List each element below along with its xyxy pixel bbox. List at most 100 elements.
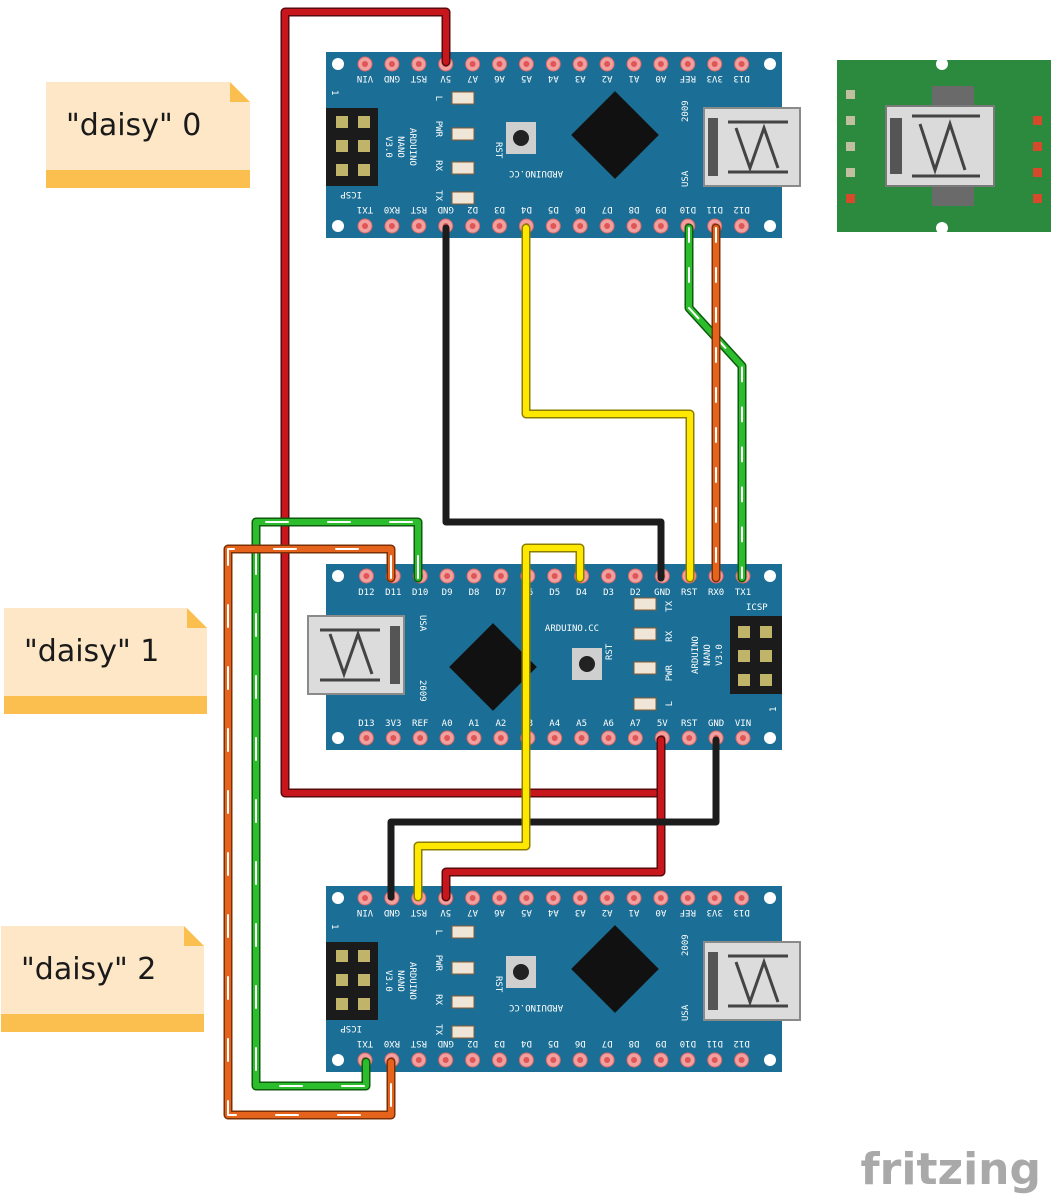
pin-hole	[362, 895, 368, 901]
wire-green-long	[251, 517, 423, 1091]
pin-label: A2	[495, 719, 506, 729]
pin-hole	[523, 61, 530, 67]
led-label: RX	[433, 994, 443, 1005]
usb-pins	[708, 952, 718, 1010]
icsp-text: ICSP	[340, 1023, 362, 1033]
pin-label: D10	[680, 204, 696, 214]
pin-label: D9	[442, 588, 453, 598]
icsp-pin	[738, 626, 750, 638]
pin-label: D4	[521, 1038, 532, 1048]
pin-hole	[469, 223, 476, 229]
pin-hole	[497, 573, 504, 579]
led	[451, 961, 475, 975]
pin-label: 5V	[657, 719, 668, 729]
pin-label: A4	[549, 719, 560, 729]
led-label: PWR	[433, 955, 443, 972]
pin-hole	[738, 895, 745, 901]
icsp-pin	[336, 950, 348, 962]
pin-label: D7	[602, 204, 613, 214]
icsp-pin	[738, 650, 750, 662]
brand-text: V3.0	[383, 136, 393, 158]
led	[451, 1025, 475, 1039]
pin-hole	[738, 1057, 745, 1063]
wire-red-5v	[280, 7, 666, 902]
pin-label: TX1	[735, 588, 751, 598]
icsp-pin	[358, 950, 370, 962]
pin-hole	[496, 223, 503, 229]
led	[633, 661, 657, 675]
pin-hole	[686, 735, 693, 741]
usb-pins	[390, 626, 400, 684]
pin-hole	[711, 1057, 718, 1063]
led	[633, 697, 657, 711]
led-label: L	[433, 930, 443, 935]
pin-hole	[631, 223, 637, 229]
pin-hole	[577, 1057, 584, 1063]
mount-hole	[764, 732, 776, 744]
pin-label: D2	[467, 1038, 478, 1048]
usb-mini-breakout	[837, 58, 1051, 234]
pin-hole	[471, 735, 477, 741]
pin-label: RST	[681, 588, 698, 598]
icsp-pin	[336, 140, 348, 152]
arduino-nano-daisy-0: VINTX1GNDRX0RSTRST5VGNDA7D2A6D3A5D4A4D5A…	[326, 52, 801, 238]
brand-text: ARDUINO	[407, 962, 417, 1000]
pin-label: GND	[438, 204, 454, 214]
site-text: ARDUINO.CC	[509, 168, 563, 178]
pin-hole	[711, 61, 718, 67]
pin-label: A1	[629, 73, 640, 83]
pin-hole	[363, 573, 370, 579]
pin-hole	[551, 735, 558, 741]
mount-hole	[332, 892, 344, 904]
led	[451, 191, 475, 205]
pin-label: A4	[548, 73, 559, 83]
country-text: USA	[681, 1004, 691, 1021]
pin-label: D3	[494, 1038, 505, 1048]
pin-label: D8	[629, 1038, 640, 1048]
pin-hole	[496, 61, 503, 67]
year-text: 2009	[681, 934, 691, 956]
pin-hole	[657, 1057, 664, 1063]
pin-label: D5	[549, 588, 560, 598]
pin-hole	[415, 1057, 422, 1063]
rst-text: RST	[605, 643, 615, 660]
note-label: "daisy" 1	[24, 634, 159, 669]
usb-connector	[703, 107, 801, 187]
led-label: TX	[665, 600, 675, 611]
pin-label: A4	[548, 907, 559, 917]
pin-label: D12	[733, 1038, 749, 1048]
site-text: ARDUINO.CC	[545, 624, 599, 634]
icsp-text: ICSP	[746, 603, 768, 613]
pin-hole	[388, 223, 395, 229]
pin-hole	[471, 573, 477, 579]
pin-hole	[469, 1057, 476, 1063]
pin-label: A6	[494, 907, 505, 917]
pin-hole	[738, 223, 745, 229]
usb-contacts	[728, 954, 788, 1008]
pin-label: D13	[358, 719, 374, 729]
led	[633, 627, 657, 641]
icsp-pin	[336, 116, 348, 128]
pin-label: D8	[629, 204, 640, 214]
arduino-nano-daisy-1: VINTX1GNDRX0RSTRST5VGNDA7D2A6D3A5D4A4D5A…	[307, 564, 782, 750]
pin-label: A5	[521, 907, 532, 917]
pin-label: 5V	[440, 73, 451, 83]
pin-label: GND	[438, 1038, 454, 1048]
arduino-nano-daisy-2: VINTX1GNDRX0RSTRST5VGNDA7D2A6D3A5D4A4D5A…	[326, 886, 801, 1072]
pin-label: A2	[602, 73, 613, 83]
icsp-pin	[336, 998, 348, 1010]
brand-text: NANO	[395, 970, 405, 992]
pin-label: D12	[733, 204, 749, 214]
pin-hole	[684, 895, 691, 901]
pin-hole	[442, 1057, 449, 1063]
pin-label: A7	[467, 907, 478, 917]
pin-label: 3V3	[707, 907, 723, 917]
pin-hole	[363, 735, 370, 741]
usb-pins	[708, 118, 718, 176]
pin-label: RST	[681, 719, 698, 729]
icsp-pin	[760, 674, 772, 686]
wire-black-gnd	[387, 224, 720, 901]
pin-label: 3V3	[385, 719, 401, 729]
